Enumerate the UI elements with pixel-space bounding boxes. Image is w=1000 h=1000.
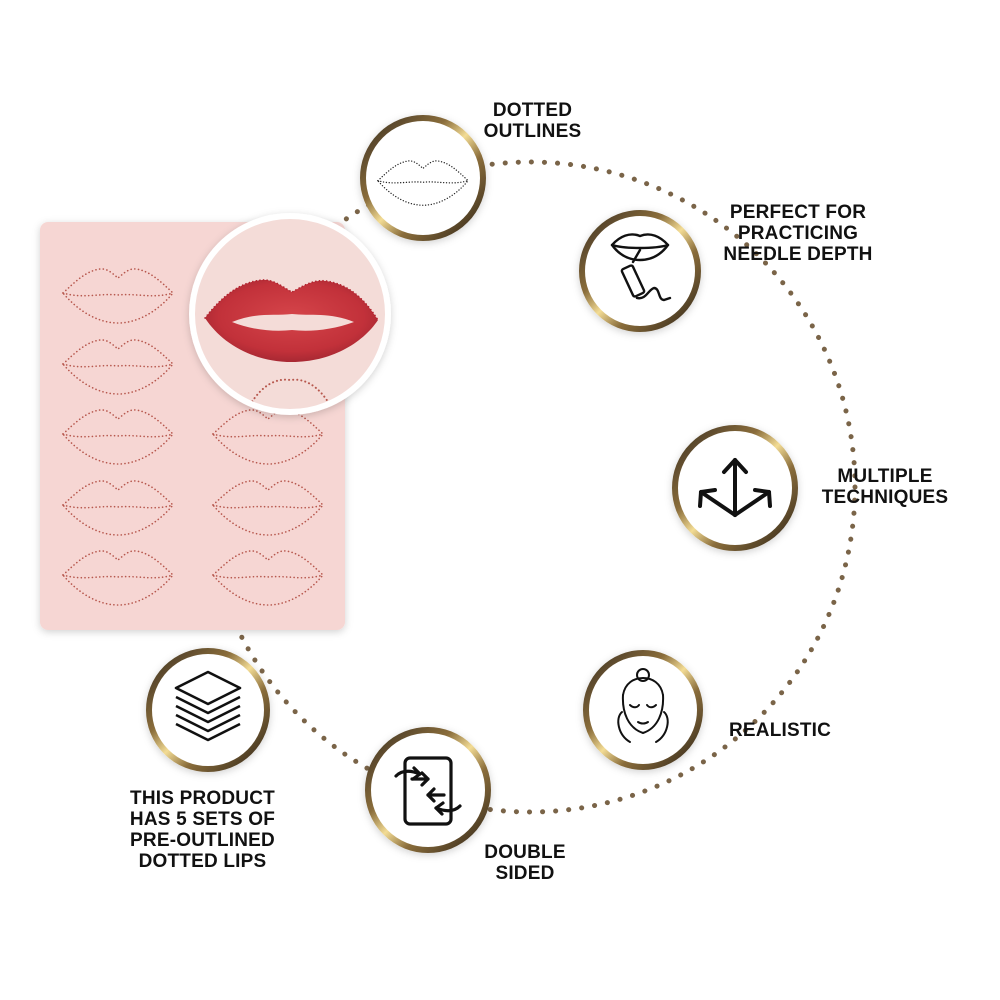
label-realistic: REALISTIC (729, 720, 879, 741)
label-line: OUTLINES (483, 121, 582, 142)
lips-outline-icon (376, 160, 470, 206)
label-line: MULTIPLE (837, 466, 933, 487)
feature-circle-multiple-techniques (672, 425, 798, 551)
label-line: HAS 5 SETS OF (129, 809, 276, 830)
label-line: SIDED (495, 863, 555, 884)
label-line: DOTTED (492, 100, 573, 121)
three-arrows-icon (698, 458, 772, 517)
label-line: THIS PRODUCT (130, 788, 275, 809)
label-double-sided: DOUBLE SIDED (455, 842, 595, 884)
magnified-red-lips (189, 213, 391, 415)
label-line: NEEDLE DEPTH (723, 244, 873, 265)
feature-circle-double-sided (365, 727, 491, 853)
label-line: REALISTIC (729, 720, 832, 741)
label-line: DOUBLE (484, 842, 566, 863)
lip-tattoo-pen-icon (610, 233, 672, 302)
feature-circle-dotted-outlines (360, 115, 486, 241)
face-icon (617, 668, 669, 743)
label-needle-depth: PERFECT FOR PRACTICING NEEDLE DEPTH (712, 202, 884, 265)
label-five-sets: THIS PRODUCT HAS 5 SETS OF PRE-OUTLINED … (110, 788, 295, 872)
label-dotted-outlines: DOTTED OUTLINES (455, 100, 610, 142)
layers-stack-icon (174, 670, 242, 742)
feature-circle-five-sets (146, 648, 270, 772)
label-line: TECHNIQUES (821, 487, 949, 508)
label-line: DOTTED LIPS (138, 851, 267, 872)
flip-sides-icon (394, 756, 462, 826)
label-line: PRACTICING (737, 223, 859, 244)
label-line: PRE-OUTLINED (130, 830, 275, 851)
feature-circle-realistic (583, 650, 703, 770)
label-line: PERFECT FOR (729, 202, 867, 223)
label-multiple-techniques: MULTIPLE TECHNIQUES (805, 466, 965, 508)
feature-circle-needle-depth (579, 210, 701, 332)
